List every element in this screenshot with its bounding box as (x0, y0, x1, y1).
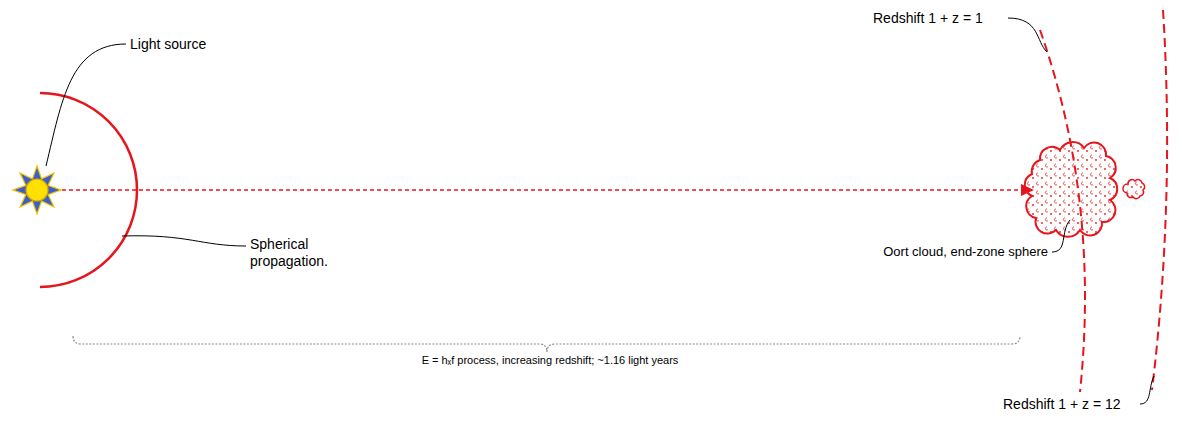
star-points (13, 166, 61, 214)
leader-line (1052, 220, 1070, 252)
source-label: Light source (130, 36, 206, 53)
distance-brace (73, 336, 1020, 352)
leader-line (1140, 376, 1154, 404)
redshift-arc (1152, 10, 1167, 390)
redshift-label: Redshift 1 + z = 1 (873, 10, 983, 27)
small-cloud (1123, 180, 1145, 199)
propagation-label: Spherical propagation. (250, 236, 345, 270)
leader-line (122, 236, 246, 246)
leader-line (46, 44, 126, 166)
leader-line (1008, 18, 1047, 52)
light-ray (62, 189, 1024, 190)
redshift-label: Redshift 1 + z = 12 (1003, 396, 1121, 413)
brace-label: E = hₓf process, increasing redshift; ~1… (422, 354, 679, 367)
cloud-label: Oort cloud, end-zone sphere (883, 244, 1048, 260)
sun-disc (26, 179, 48, 201)
light-source-star (13, 166, 61, 214)
oort-cloud (1025, 142, 1117, 237)
